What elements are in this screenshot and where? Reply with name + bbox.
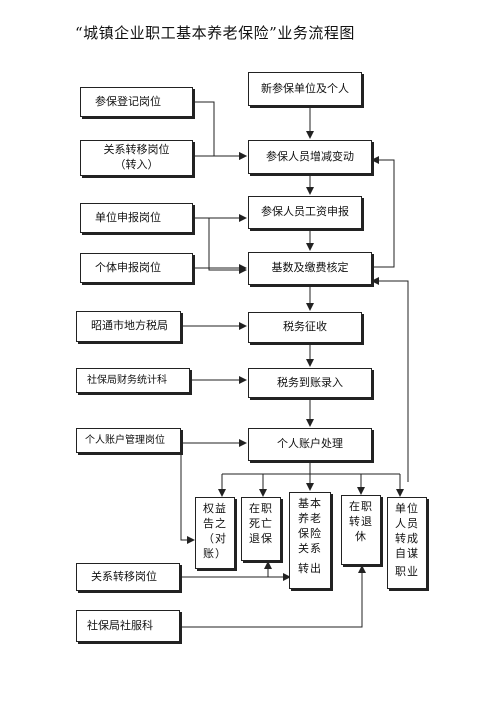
transfer-post-box: 关系转移岗位 (76, 563, 180, 591)
employed-death-refund-line2: 死亡 (249, 516, 273, 530)
personal-account-post-box: 个人账户管理岗位 (76, 428, 181, 453)
social-service-section-label: 社保局社服科 (87, 618, 153, 632)
transfer-in-post-box: 关系转移岗位 （转入） (80, 140, 193, 176)
self-employment-box: 单位 人员 转成 自谋 职业 (387, 497, 427, 589)
individual-declaration-post-label: 个体申报岗位 (95, 260, 161, 274)
employed-death-refund-line3: 退保 (249, 531, 273, 545)
tax-arrival-entry-box: 税务到账录入 (248, 368, 372, 398)
employed-to-retired-line3: 休 (355, 529, 367, 543)
personal-account-processing-box: 个人账户处理 (248, 428, 372, 461)
rights-notice-line3: （对 (203, 531, 227, 545)
base-contribution-check-label: 基数及缴费核定 (271, 261, 349, 275)
employed-to-retired-box: 在职 转退 休 (341, 495, 381, 565)
insured-changes-box: 参保人员增减变动 (248, 140, 372, 174)
wage-declaration-box: 参保人员工资申报 (248, 196, 362, 229)
self-employment-line5: 职业 (395, 565, 419, 579)
rights-notice-box: 权益 告之 （对 账） (195, 497, 235, 569)
employed-death-refund-box: 在职 死亡 退保 (241, 497, 281, 561)
tax-collection-box: 税务征收 (248, 312, 362, 343)
self-employment-line4: 自谋 (395, 546, 419, 560)
unit-declaration-post-label: 单位申报岗位 (95, 210, 161, 224)
social-service-section-box: 社保局社服科 (76, 610, 180, 642)
pension-transfer-out-line4: 关系 (298, 541, 322, 555)
local-tax-bureau-label: 昭通市地方税局 (91, 319, 168, 333)
new-insured-label: 新参保单位及个人 (261, 81, 349, 95)
registration-post-label: 参保登记岗位 (95, 94, 161, 108)
insured-changes-label: 参保人员增减变动 (266, 149, 354, 163)
employed-to-retired-line1: 在职 (349, 500, 373, 513)
registration-post-box: 参保登记岗位 (80, 87, 193, 117)
unit-declaration-post-box: 单位申报岗位 (80, 203, 193, 233)
local-tax-bureau-box: 昭通市地方税局 (76, 311, 181, 342)
pension-transfer-out-line5: 转出 (298, 562, 322, 576)
pension-transfer-out-line2: 养老 (298, 511, 322, 525)
finance-statistics-section-label: 社保局财务统计科 (87, 374, 167, 386)
transfer-in-post-label: 关系转移岗位 (103, 143, 170, 157)
employed-death-refund-line1: 在职 (249, 502, 273, 515)
self-employment-line3: 转成 (395, 531, 419, 545)
rights-notice-line1: 权益 (203, 502, 227, 515)
pension-transfer-out-line3: 保险 (298, 526, 322, 540)
rights-notice-line2: 告之 (203, 516, 227, 530)
personal-account-processing-label: 个人账户处理 (277, 437, 343, 451)
new-insured-box: 新参保单位及个人 (248, 72, 362, 106)
transfer-post-label: 关系转移岗位 (91, 569, 157, 583)
wage-declaration-label: 参保人员工资申报 (261, 205, 349, 219)
tax-arrival-entry-label: 税务到账录入 (277, 375, 343, 389)
pension-transfer-out-box: 基本 养老 保险 关系 转出 (289, 492, 331, 589)
personal-account-post-label: 个人账户管理岗位 (85, 434, 165, 446)
finance-statistics-section-box: 社保局财务统计科 (76, 368, 190, 393)
pension-transfer-out-line1: 基本 (298, 497, 322, 510)
rights-notice-line4: 账） (203, 546, 227, 560)
individual-declaration-post-box: 个体申报岗位 (80, 253, 193, 283)
transfer-in-note: （转入） (114, 158, 159, 171)
self-employment-line2: 人员 (395, 516, 419, 530)
page-title: “城镇企业职工基本养老保险”业务流程图 (75, 24, 355, 42)
employed-to-retired-line2: 转退 (349, 514, 373, 528)
base-contribution-check-box: 基数及缴费核定 (248, 252, 372, 285)
self-employment-line1: 单位 (395, 502, 419, 515)
tax-collection-label: 税务征收 (283, 320, 327, 334)
